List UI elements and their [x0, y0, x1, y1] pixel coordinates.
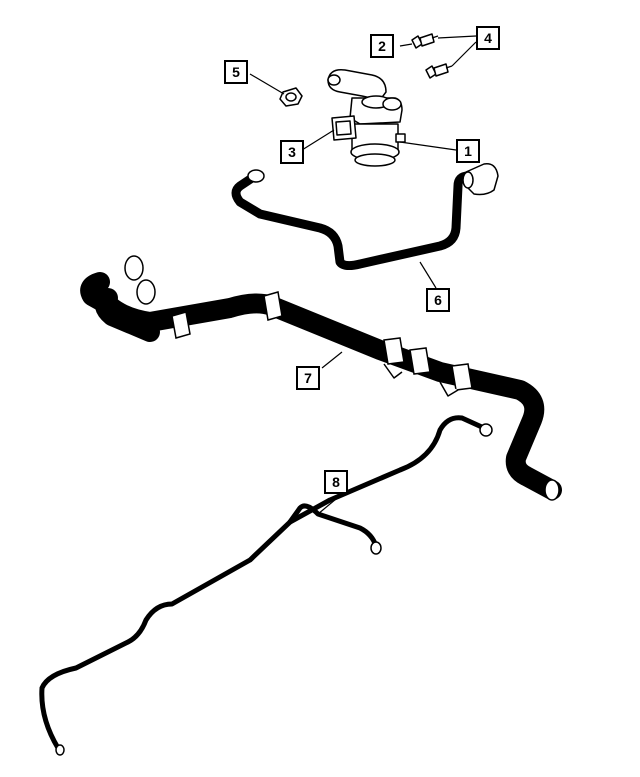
callout-8: 8: [324, 470, 348, 494]
callout-3: 3: [280, 140, 304, 164]
callout-4: 4: [476, 26, 500, 50]
callout-7: 7: [296, 366, 320, 390]
vapor-hose-assembly: [80, 255, 562, 501]
bolt: [411, 33, 439, 49]
vacuum-line: [231, 163, 499, 271]
fuel-vapor-tube: [39, 415, 493, 756]
nut: [279, 87, 303, 107]
purge-valve: [327, 68, 406, 167]
callout-2: 2: [370, 34, 394, 58]
solenoid-connector: [331, 115, 357, 141]
bolt-lower: [425, 63, 453, 79]
leader-lines: [249, 35, 477, 515]
callout-1: 1: [456, 139, 480, 163]
callout-5: 5: [224, 60, 248, 84]
callout-6: 6: [426, 288, 450, 312]
